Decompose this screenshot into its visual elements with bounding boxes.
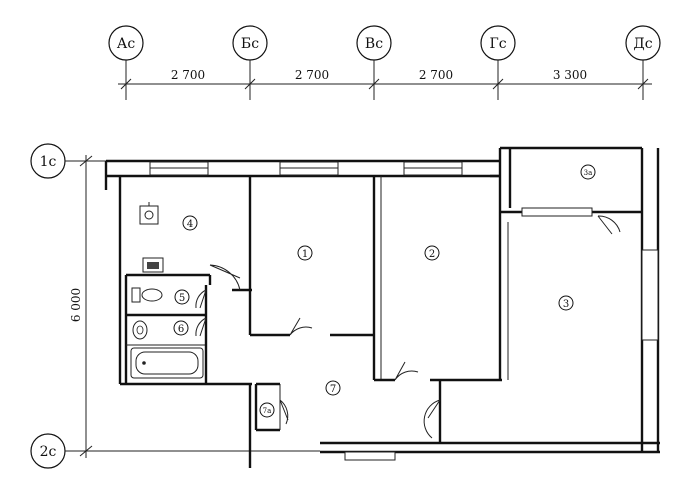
svg-text:7: 7 [330,384,336,395]
interior-partitions [124,176,509,443]
axis-label: Ас [117,36,136,52]
svg-text:6: 6 [178,324,184,335]
svg-text:3: 3 [563,299,569,310]
axis-label: Гс [489,36,506,52]
room-marker-7: 7 [325,380,341,396]
fixtures [130,202,204,379]
svg-text:2: 2 [429,249,435,260]
vertical-dimension: 6 000 [69,155,110,458]
window [641,249,659,341]
svg-text:4: 4 [187,219,193,230]
svg-text:3а: 3а [584,169,593,177]
toilet-icon [131,287,163,303]
door [423,399,441,439]
axis-column-gs: Гс [480,25,516,100]
windows [149,161,659,461]
bathtub-icon [130,347,204,379]
row-axes: 1с 2с [30,143,320,469]
room-marker-1: 1 [297,245,313,261]
span-dimension: 2 700 [419,68,453,82]
sink-icon [142,257,164,273]
span-dimension: 2 700 [295,68,329,82]
room-marker-6: 6 [173,320,189,336]
axis-column-ds: Дс [625,25,661,100]
column-axes: Ас Бс Вс Гс Дс [108,25,661,100]
door [279,399,289,425]
horizontal-dimension-chain: 2 700 2 700 2 700 3 300 [118,68,652,90]
room-marker-5: 5 [174,289,190,305]
room-markers: 1 2 3 3а 4 5 6 7 [173,164,596,418]
room-marker-3: 3 [558,295,574,311]
axis-column-vs: Вс [356,25,392,100]
axis-label: Бс [241,36,259,52]
door [289,317,313,336]
room-marker-2: 2 [424,245,440,261]
height-dimension: 6 000 [69,288,83,322]
svg-text:1: 1 [302,249,308,260]
axis-label: 1с [40,154,57,170]
axis-row-1s: 1с [30,143,120,179]
room-marker-3a: 3а [580,164,596,180]
washbasin-icon [132,320,148,340]
axis-column-as: Ас [108,25,144,100]
axis-label: Дс [633,36,652,52]
door [195,289,207,309]
span-dimension: 3 300 [553,68,587,82]
axis-label: 2с [40,444,57,460]
room-marker-7a: 7а [259,402,275,418]
door [195,317,207,337]
axis-label: Вс [365,36,383,52]
door [597,215,621,235]
exterior-walls [104,146,660,468]
axis-column-bs: Бс [232,25,268,100]
svg-text:5: 5 [179,293,185,304]
door [209,264,241,291]
door [394,361,419,381]
room-marker-4: 4 [182,215,198,231]
span-dimension: 2 700 [171,68,205,82]
axis-row-2s: 2с [30,433,320,469]
stove-icon [139,202,159,225]
doors [195,215,621,439]
window [521,207,593,217]
window [344,451,396,461]
svg-text:7а: 7а [263,407,272,415]
